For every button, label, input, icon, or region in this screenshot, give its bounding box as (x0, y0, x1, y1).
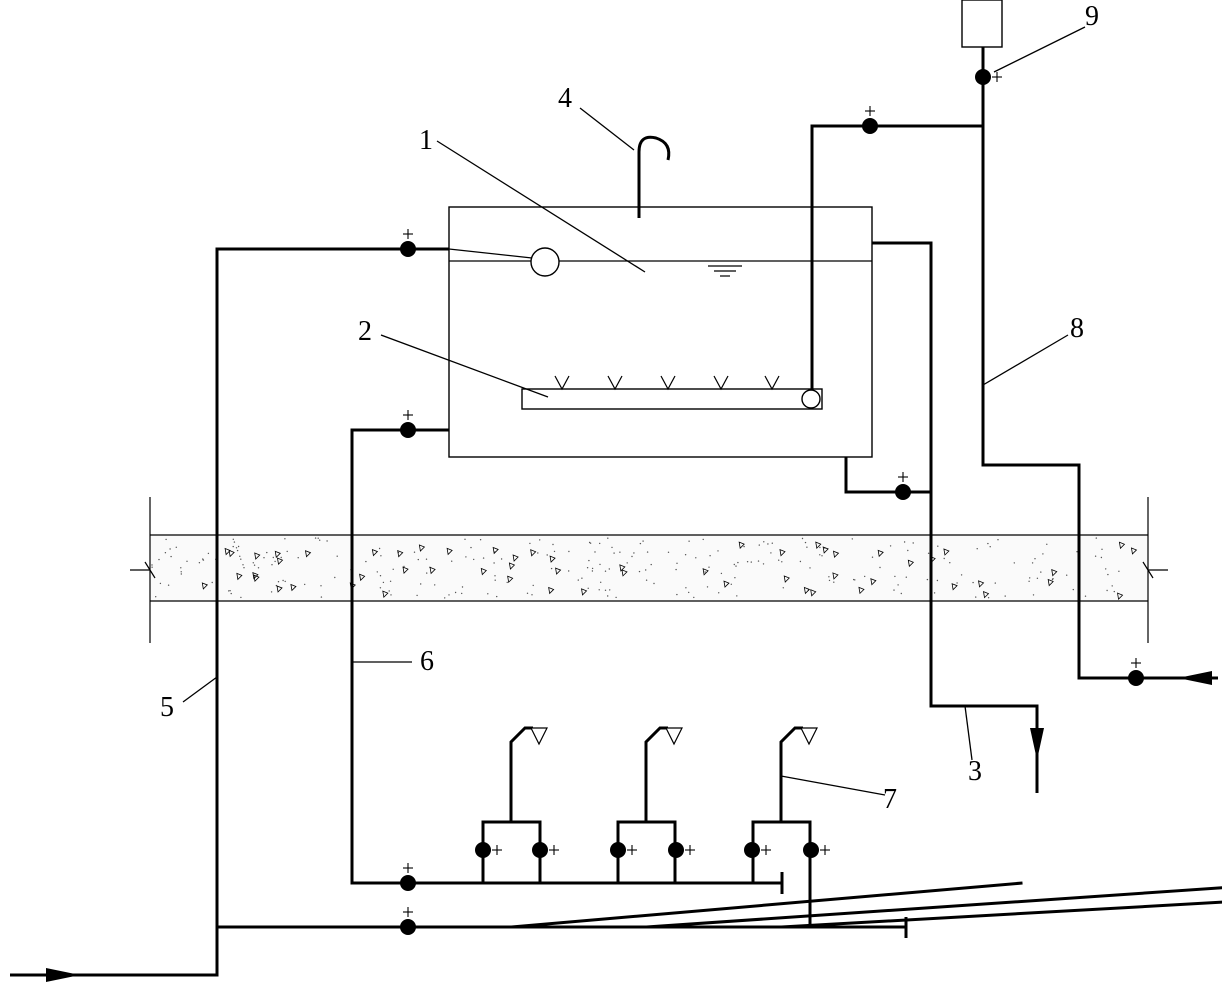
v-f2-right (668, 842, 695, 858)
v-pipe6-bottom (400, 863, 416, 891)
aeration-feed-pipe (810, 124, 983, 389)
v-tank-9 (975, 69, 1002, 85)
drain-arrow (1030, 728, 1044, 760)
faucet-2 (616, 726, 1222, 929)
pipe-6-outlet (350, 428, 782, 885)
water-level-symbol (708, 265, 742, 277)
pipe-3-drain-branch (844, 457, 931, 494)
v-pipe6-top (400, 410, 416, 438)
v-pipe5-bottom (400, 907, 416, 935)
label-2-aerator: 2 (358, 316, 372, 347)
v-f1-left (475, 842, 502, 858)
fixture-manifolds (481, 726, 1222, 929)
aerator-nozzle (660, 375, 676, 391)
pipe-3-overflow (872, 241, 1039, 793)
valves (400, 69, 1144, 935)
label-7-fixture: 7 (883, 784, 897, 815)
pipe-5-supply (10, 247, 449, 977)
label-3-overflow: 3 (968, 756, 982, 787)
inlet-arrow-bottom-left (46, 968, 80, 982)
leader-lines (182, 26, 1086, 796)
aerator-nozzle (764, 375, 780, 391)
aerator-diffuser (521, 375, 823, 410)
vent-pipe (637, 135, 671, 218)
pipe-8-riser (981, 47, 1218, 680)
label-8-riser: 8 (1070, 313, 1084, 344)
v-f3-right (803, 842, 830, 858)
label-5-supply: 5 (160, 692, 174, 723)
v-f3-left (744, 842, 771, 858)
float-ball (530, 247, 560, 277)
label-1-tank: 1 (419, 125, 433, 156)
faucet-3 (751, 726, 1222, 929)
floor-slab (130, 497, 1168, 643)
label-4-vent: 4 (558, 83, 572, 114)
label-9-tank: 9 (1085, 1, 1099, 32)
label-6-outlet: 6 (420, 646, 434, 677)
v-supply-float (400, 229, 416, 257)
aerator-nozzle (607, 375, 623, 391)
v-f1-right (532, 842, 559, 858)
v-top-header (862, 106, 878, 134)
v-f2-left (610, 842, 637, 858)
slab-aggregate-texture (151, 537, 1138, 600)
tank-9 (961, 0, 1003, 48)
aerator-nozzle (713, 375, 729, 391)
water-tank (448, 135, 873, 458)
aerator-nozzle (554, 375, 570, 391)
v-drain (895, 472, 911, 500)
inlet-arrow-right (1178, 671, 1212, 685)
v-inlet-right (1128, 658, 1144, 686)
